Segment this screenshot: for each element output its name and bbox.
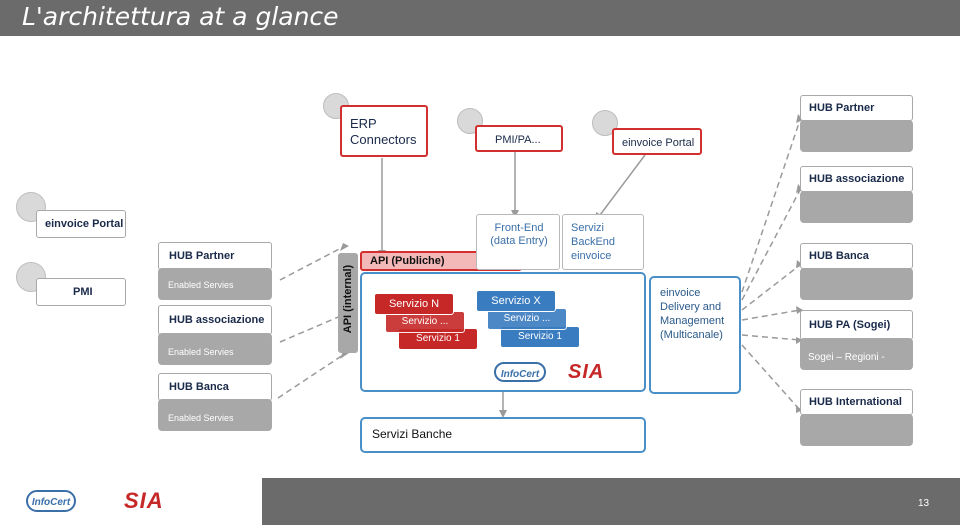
- left-pmi-label: PMI: [73, 286, 93, 298]
- left-hub-banca-box[interactable]: HUB Banca: [158, 373, 272, 401]
- erp-connectors-box[interactable]: ERP Connectors: [340, 105, 428, 157]
- einvoice-delivery-box[interactable]: einvoice Delivery and Management (Multic…: [649, 276, 741, 394]
- page-title: L'architettura at a glance: [22, 2, 339, 31]
- erp-connectors-label: ERP Connectors: [350, 116, 417, 147]
- front-end-label: Front-End (data Entry): [490, 222, 548, 247]
- left-hub-associazione-label: HUB associazione: [169, 314, 265, 326]
- right-hub-partner-box[interactable]: HUB Partner: [800, 95, 913, 121]
- servizi-banche-label: Servizi Banche: [372, 427, 453, 441]
- right-hub-associazione-grey: [800, 191, 913, 223]
- einvoice-portal-top-box[interactable]: einvoice Portal: [612, 128, 702, 155]
- right-hub-pa-label: HUB PA (Sogei): [809, 319, 891, 331]
- left-einvoice-portal-box[interactable]: einvoice Portal: [36, 210, 126, 238]
- sia-logo-center: SIA: [568, 360, 632, 384]
- sia-logo-footer: SIA: [124, 488, 194, 514]
- sia-logo-footer-text: SIA: [124, 488, 164, 513]
- infocert-logo-footer-text: InfoCert: [31, 497, 71, 508]
- right-hub-pa-box[interactable]: HUB PA (Sogei): [800, 310, 913, 340]
- left-pmi-box[interactable]: PMI: [36, 278, 126, 306]
- page-number: 13: [918, 498, 930, 509]
- left-enabled-1: Enabled Servies: [158, 268, 272, 300]
- left-hub-partner-label: HUB Partner: [169, 250, 235, 262]
- servizio-1-red[interactable]: Servizio 1: [398, 328, 478, 350]
- pmi-pa-box[interactable]: PMI/PA...: [475, 125, 563, 152]
- left-enabled-1-label: Enabled Servies: [168, 280, 234, 290]
- api-internal-label: API (internal): [342, 264, 354, 334]
- title-bar: [0, 0, 960, 36]
- left-portal-circle: [16, 192, 46, 222]
- right-hub-banca-box[interactable]: HUB Banca: [800, 243, 913, 269]
- right-hub-partner-label: HUB Partner: [809, 102, 875, 114]
- left-hub-associazione-box[interactable]: HUB associazione: [158, 305, 272, 335]
- left-enabled-3-label: Enabled Servies: [168, 413, 234, 423]
- front-end-box[interactable]: Front-End (data Entry): [476, 214, 560, 270]
- left-enabled-3: Enabled Servies: [158, 399, 272, 431]
- left-enabled-2: Enabled Servies: [158, 333, 272, 365]
- right-hub-associazione-box[interactable]: HUB associazione: [800, 166, 913, 192]
- infocert-logo-center-text: InfoCert: [500, 369, 540, 380]
- left-hub-banca-label: HUB Banca: [169, 381, 229, 393]
- right-hub-international-grey: [800, 414, 913, 446]
- left-enabled-2-label: Enabled Servies: [168, 347, 234, 357]
- api-publiche-label: API (Publiche): [370, 255, 445, 267]
- servizio-n[interactable]: Servizio N: [374, 293, 454, 315]
- infocert-logo-footer: InfoCert: [26, 490, 76, 512]
- einvoice-delivery-label: einvoice Delivery and Management (Multic…: [660, 287, 725, 341]
- left-hub-partner-box[interactable]: HUB Partner: [158, 242, 272, 270]
- infocert-logo-center: InfoCert: [494, 362, 546, 382]
- right-hub-banca-grey: [800, 268, 913, 300]
- right-hub-associazione-label: HUB associazione: [809, 173, 905, 185]
- right-hub-international-label: HUB International: [809, 396, 902, 408]
- right-sogei-label: Sogei – Regioni -: [808, 352, 885, 363]
- servizi-banche-box[interactable]: Servizi Banche: [360, 417, 646, 453]
- pmi-pa-label: PMI/PA...: [495, 134, 541, 146]
- sia-logo-center-text: SIA: [568, 361, 605, 383]
- right-hub-international-box[interactable]: HUB International: [800, 389, 913, 415]
- right-sogei-box: Sogei – Regioni -: [800, 338, 913, 370]
- servizi-backend-label: Servizi BackEnd einvoice: [571, 222, 616, 262]
- right-hub-partner-grey: [800, 120, 913, 152]
- left-einvoice-portal-label: einvoice Portal: [45, 218, 124, 230]
- einvoice-portal-top-label: einvoice Portal: [622, 137, 695, 149]
- api-internal-bar: API (internal): [338, 253, 358, 353]
- right-hub-banca-label: HUB Banca: [809, 250, 869, 262]
- servizio-x[interactable]: Servizio X: [476, 290, 556, 312]
- servizi-backend-box[interactable]: Servizi BackEnd einvoice: [562, 214, 644, 270]
